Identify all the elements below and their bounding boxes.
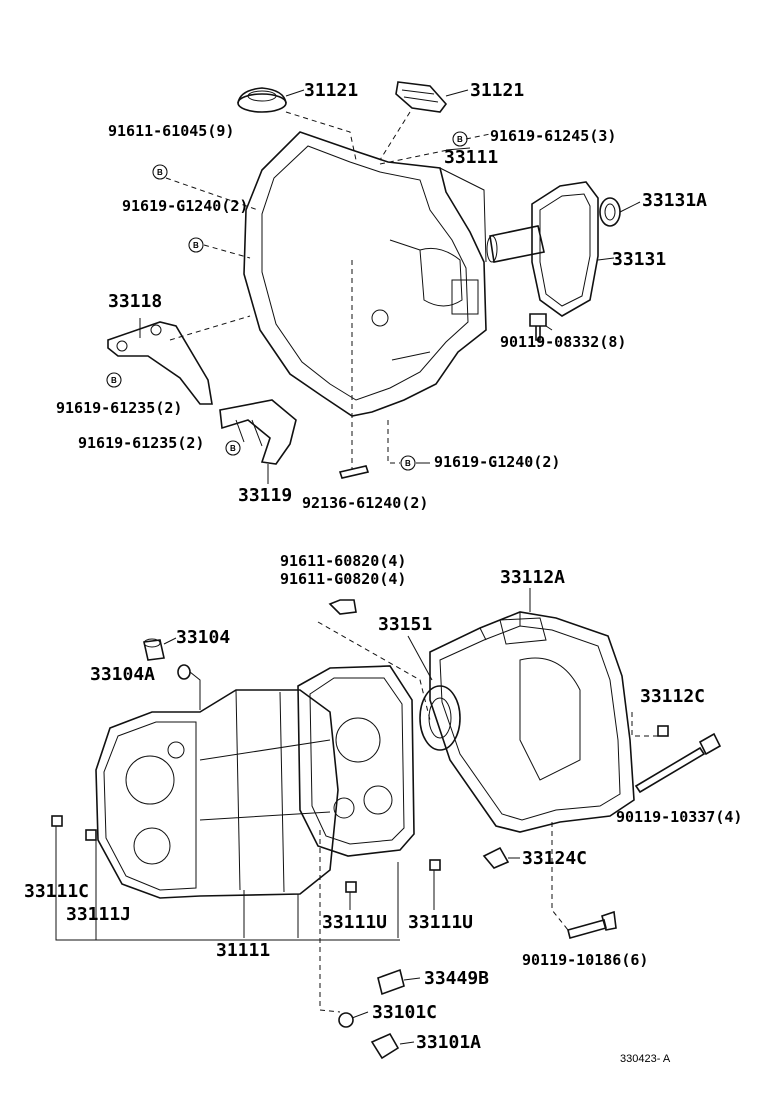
label-33101C: 33101C: [372, 1002, 437, 1023]
switch-33124C: [482, 846, 510, 869]
clutch-housing-33111: [243, 131, 487, 417]
oil-seal-33131A: [599, 197, 621, 227]
label-31121-right: 31121: [470, 80, 524, 101]
svg-text:B: B: [405, 459, 411, 468]
plug-33104: [143, 638, 165, 661]
label-33111: 33111: [444, 147, 498, 168]
fastener-marker-1: B: [152, 164, 168, 180]
fastener-marker-2: B: [188, 237, 204, 253]
label-33111C: 33111C: [24, 881, 89, 902]
upper-leader-lines: [139, 89, 641, 484]
label-33111U-right: 33111U: [408, 912, 473, 933]
label-31111: 31111: [216, 940, 270, 961]
svg-text:B: B: [230, 444, 236, 453]
label-33112C: 33112C: [640, 686, 705, 707]
pin-33112C: [657, 725, 669, 737]
svg-text:B: B: [193, 241, 199, 250]
label-33131: 33131: [612, 249, 666, 270]
label-33101A: 33101A: [416, 1032, 481, 1053]
svg-text:B: B: [157, 168, 163, 177]
label-90119-10186: 90119-10186(6): [522, 951, 648, 969]
label-91611-G0820: 91611-G0820(4): [280, 570, 406, 588]
intermediate-plate: [297, 665, 415, 857]
fastener-marker-4: B: [106, 372, 122, 388]
label-33124C: 33124C: [522, 848, 587, 869]
label-91619-G1240-lower: 91619-G1240(2): [434, 453, 560, 471]
label-33151: 33151: [378, 614, 432, 635]
dowel-33111C: [51, 815, 63, 827]
bolt-91611-60820: [328, 599, 357, 615]
bearing-retainer-33151: [419, 685, 461, 751]
label-90119-08332: 90119-08332(8): [500, 333, 626, 351]
plug-33101A: [370, 1032, 400, 1060]
svg-text:B: B: [457, 135, 463, 144]
gasket-33101C: [338, 1012, 354, 1028]
label-91611-61045: 91611-61045(9): [108, 122, 234, 140]
label-91619-61245: 91619-61245(3): [490, 127, 616, 145]
bolt-90119-10337: [634, 732, 722, 794]
label-92136-61240: 92136-61240(2): [302, 494, 428, 512]
label-33111J: 33111J: [66, 904, 131, 925]
label-33131A: 33131A: [642, 190, 707, 211]
label-33112A: 33112A: [500, 567, 565, 588]
label-91619-61235-b: 91619-61235(2): [78, 434, 204, 452]
transmission-case-31111: [95, 689, 339, 899]
label-33104: 33104: [176, 627, 230, 648]
label-33119: 33119: [238, 485, 292, 506]
bracket-33118: [107, 321, 213, 405]
dowel-33111U-left: [345, 881, 357, 893]
dowel-33111J: [85, 829, 97, 841]
label-91619-61235-a: 91619-61235(2): [56, 399, 182, 417]
label-91611-60820: 91611-60820(4): [280, 552, 406, 570]
dowel-33111U-right: [429, 859, 441, 871]
label-31121-left: 31121: [304, 80, 358, 101]
label-33118: 33118: [108, 291, 162, 312]
boot-31121-left: [237, 87, 287, 113]
label-91619-G1240-upper: 91619-G1240(2): [122, 197, 248, 215]
front-housing-33112A: [429, 611, 635, 833]
label-33111U-left: 33111U: [322, 912, 387, 933]
label-33449B: 33449B: [424, 968, 489, 989]
fastener-marker-3: B: [452, 131, 468, 147]
gasket-33104A: [177, 664, 191, 680]
lower-leader-lines: [55, 588, 660, 1045]
label-90119-10337: 90119-10337(4): [616, 808, 742, 826]
label-33104A: 33104A: [90, 664, 155, 685]
figure-code: 330423- A: [620, 1053, 671, 1065]
part-labels: 31121 31121 91611-61045(9) 91619-61245(3…: [24, 80, 742, 1065]
fastener-marker-6: B: [400, 455, 416, 471]
svg-text:B: B: [111, 376, 117, 385]
bolt-90119-10186: [567, 910, 617, 939]
stud-92136-61240: [338, 465, 370, 479]
boot-31121-right: [395, 81, 448, 113]
extension-housing-33131: [486, 181, 599, 317]
fastener-marker-5: B: [225, 440, 241, 456]
sleeve-33449B: [377, 968, 405, 996]
bracket-33119: [219, 399, 297, 465]
